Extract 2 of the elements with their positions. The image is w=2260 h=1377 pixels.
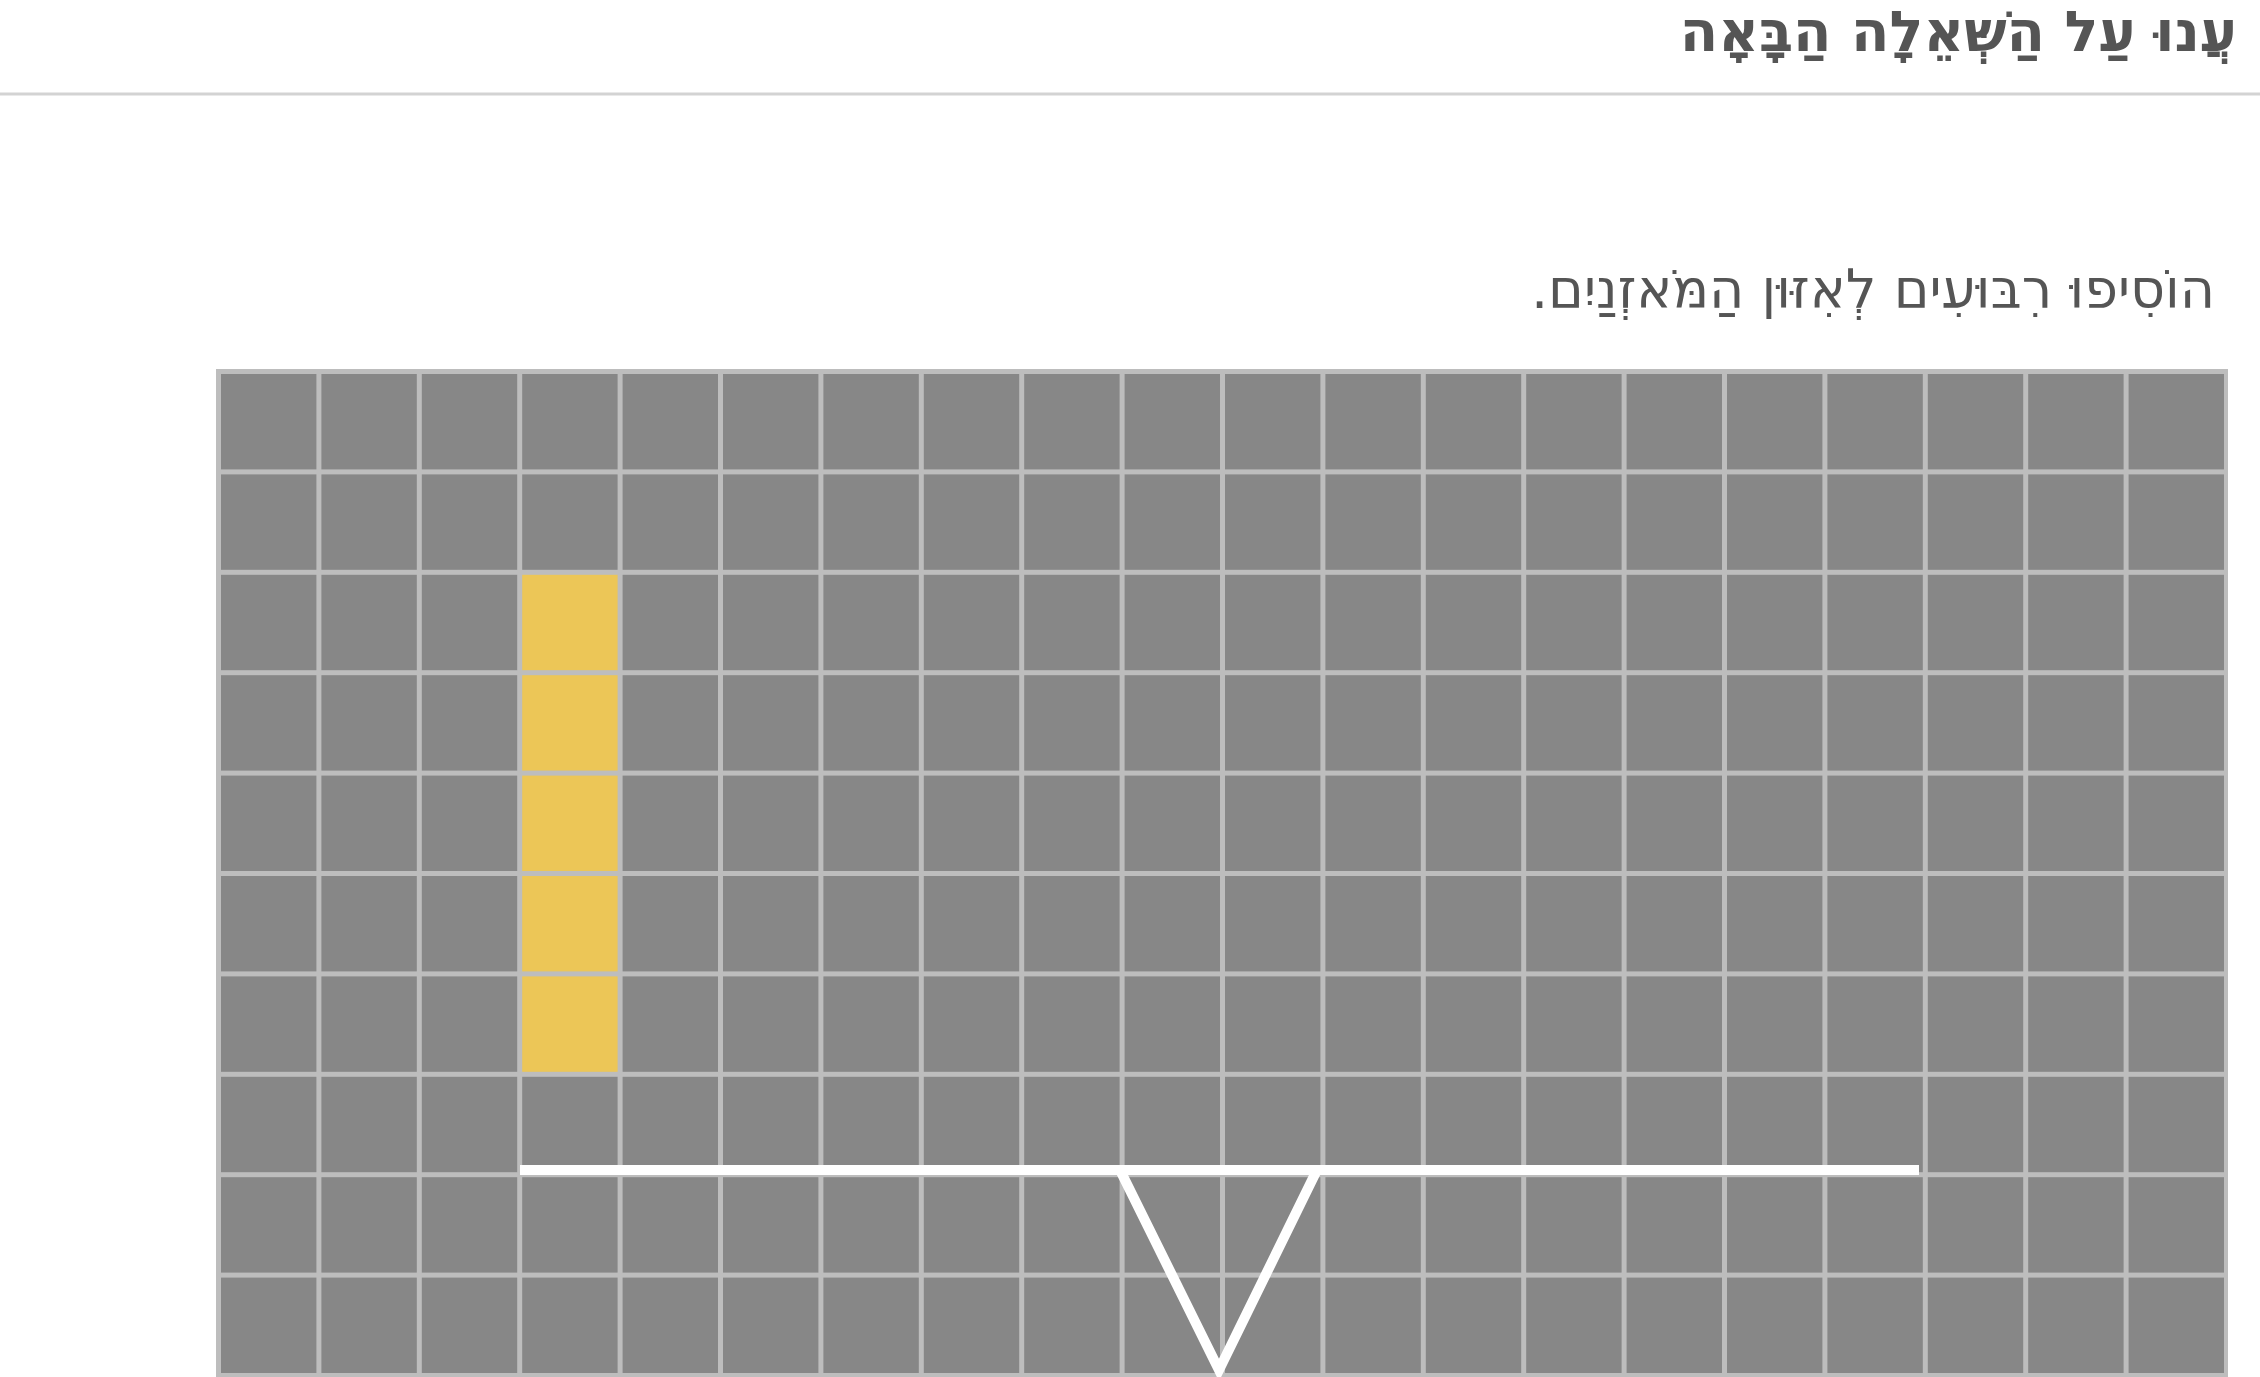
heading: עֲנוּ עַל הַשְּׁאֵלָה הַבָּאָה (1679, 0, 2237, 66)
instruction-text: הוֹסִיפוּ רִבּוּעִים לְאִזּוּן הַמֹּאזְנַיִם. (1530, 258, 2215, 323)
